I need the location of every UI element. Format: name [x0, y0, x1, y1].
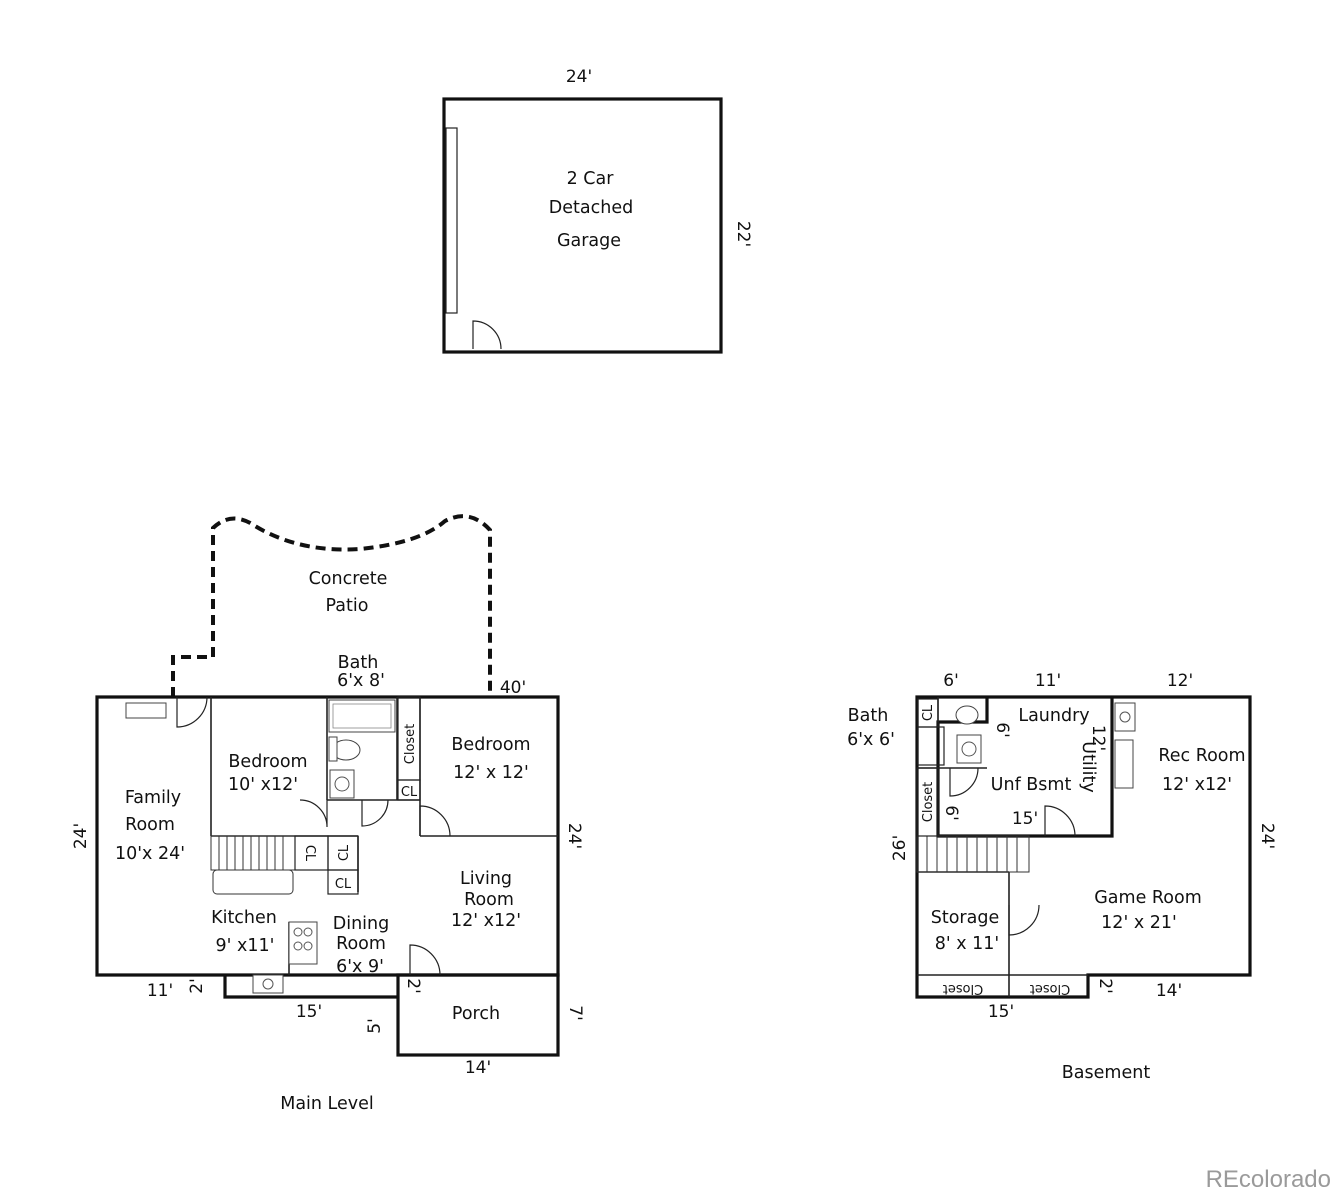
dining-room-label-1: Dining [333, 914, 390, 934]
basement-doors [949, 767, 1076, 936]
bath-size: 6'x 8' [337, 671, 385, 691]
main-doors [176, 696, 451, 976]
basement-closet-bottom-1: Closet [943, 981, 984, 996]
family-room-label-2: Room [125, 815, 175, 835]
bath-label: Bath [338, 653, 379, 673]
dining-room-size: 6'x 9' [336, 957, 384, 977]
dining-room-label-2: Room [336, 934, 386, 954]
basement-closets [916, 698, 945, 837]
basement-toilet-icon [955, 705, 979, 725]
concrete-patio: Concrete Patio [171, 514, 492, 697]
porch-dim-right: 7' [565, 1005, 585, 1021]
porch-outline [396, 973, 560, 1057]
main-dim-left: 24' [71, 823, 91, 849]
unfinished-basement-label: Unf Bsmt [991, 775, 1072, 795]
main-cl-label-2: CL [302, 845, 317, 862]
bedroom-2-size: 12' x 12' [453, 763, 529, 783]
basement-cl-label: CL [921, 704, 936, 721]
living-room-label-2: Room [464, 890, 514, 910]
garage-label-2: Detached [549, 198, 633, 218]
basement-closet-bottom-2: Closet [1030, 981, 1071, 996]
basement-sink-icon [956, 734, 982, 764]
utility-label: Utility [1078, 741, 1098, 792]
utility-dim-6b: 6' [941, 805, 961, 821]
garage-entry-door [472, 320, 502, 350]
rec-counter-icon [1114, 739, 1134, 789]
basement-dim-top-11: 11' [1035, 671, 1061, 691]
bath-sink-icon [329, 769, 355, 799]
basement-dim-bottom-15: 15' [988, 1002, 1014, 1022]
bathtub-icon [328, 699, 396, 733]
main-level-caption: Main Level [280, 1094, 374, 1114]
main-dim-bottom-left: 11' [147, 981, 173, 1001]
basement-dim-top-6: 6' [943, 671, 959, 691]
storage-label: Storage [931, 908, 999, 928]
basement-bath-size: 6'x 6' [847, 730, 895, 750]
main-kitchen-bump [223, 975, 398, 999]
laundry-label: Laundry [1018, 706, 1089, 726]
living-room-size: 12' x12' [451, 911, 521, 931]
main-cl-label-4: CL [335, 877, 352, 892]
utility-dim-12: 12' [1088, 725, 1108, 751]
main-dim-right: 24' [564, 823, 584, 849]
basement-level: Bath 6'x 6' CL Closet Laundry Utility Un… [847, 671, 1277, 1083]
garage-label-1: 2 Car [567, 169, 615, 189]
basement-caption: Basement [1062, 1063, 1151, 1083]
basement-dim-left: 26' [890, 835, 910, 861]
main-cl-label-1: CL [401, 785, 418, 800]
rec-sink-icon [1114, 702, 1136, 732]
stove-icon [288, 921, 318, 965]
basement-dim-bottom-14: 14' [1156, 981, 1182, 1001]
basement-closet-left-label: Closet [921, 782, 936, 823]
rec-room-label: Rec Room [1158, 746, 1245, 766]
kitchen-size: 9' x11' [216, 936, 275, 956]
garage-door [445, 127, 458, 314]
storage-size: 8' x 11' [935, 934, 1000, 954]
garage-label-3: Garage [557, 231, 621, 251]
family-room-label-1: Family [125, 788, 181, 808]
utility-dim-15: 15' [1012, 809, 1038, 829]
kitchen-label: Kitchen [211, 908, 277, 928]
basement-stairs [916, 835, 1030, 873]
main-level: Bath 6'x 8' Family Room 10'x 24' Bedroom… [71, 653, 585, 1114]
watermark: REcolorado [1205, 1166, 1331, 1193]
kitchen-sink-icon [252, 974, 284, 994]
bedroom-2-label: Bedroom [451, 735, 530, 755]
game-room-size: 12' x 21' [1101, 913, 1177, 933]
garage-dim-top: 24' [566, 67, 592, 87]
main-closets [294, 696, 421, 895]
porch-dim-top: 2' [403, 978, 423, 994]
bedroom-1-size: 10' x12' [228, 775, 298, 795]
porch-dim-bottom: 14' [465, 1058, 491, 1078]
basement-dim-right: 24' [1257, 823, 1277, 849]
rec-room-size: 12' x12' [1162, 775, 1232, 795]
garage-outline [442, 97, 723, 354]
utility-dim-6a: 6' [992, 722, 1012, 738]
patio-outline [171, 514, 492, 697]
porch-label: Porch [452, 1004, 500, 1024]
garage-dim-right: 22' [733, 221, 753, 247]
main-dim-bottom: 15' [296, 1002, 322, 1022]
fireplace-icon [125, 702, 167, 719]
main-closet-label: Closet [403, 724, 418, 765]
family-room-size: 10'x 24' [115, 844, 185, 864]
patio-label-1: Concrete [309, 569, 388, 589]
basement-bath-label: Bath [848, 706, 889, 726]
patio-label-2: Patio [326, 596, 369, 616]
porch-dim-left: 5' [365, 1018, 385, 1034]
main-dim-kitchen-bump: 2' [187, 978, 207, 994]
main-stairs [210, 835, 296, 895]
bedroom-1-label: Bedroom [228, 752, 307, 772]
garage: 2 Car Detached Garage 24' 22' [442, 67, 753, 354]
main-cl-label-3: CL [337, 844, 352, 861]
game-room-label: Game Room [1094, 888, 1202, 908]
basement-dim-top-12: 12' [1167, 671, 1193, 691]
living-room-label-1: Living [460, 869, 512, 889]
basement-dim-bottom-2: 2' [1095, 978, 1115, 994]
main-dim-top: 40' [500, 678, 526, 698]
